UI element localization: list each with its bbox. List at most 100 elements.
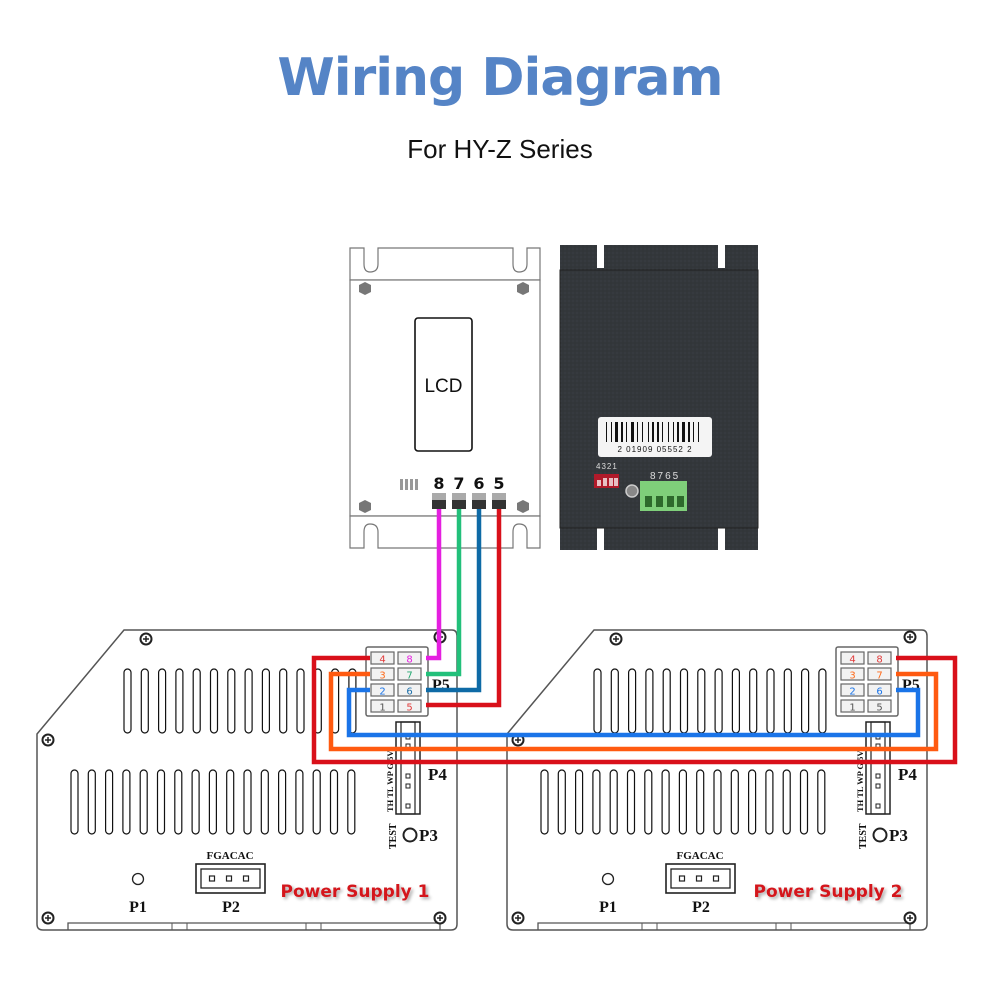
terminal-5[interactable]	[492, 493, 506, 509]
p5-pin-label: 2	[379, 687, 385, 698]
p5-pin-8[interactable]: 8	[867, 651, 892, 666]
p5-pin-label: 7	[876, 671, 882, 682]
p4-label: P4	[428, 765, 447, 784]
wire-pin7	[426, 509, 462, 677]
p5-pin-label: 8	[876, 655, 882, 666]
p5-pin-label: 8	[406, 655, 412, 666]
terminal-7[interactable]	[452, 493, 466, 509]
p5-pin-4[interactable]: 4	[370, 651, 395, 666]
wire-bus-orange	[328, 671, 939, 752]
screw-icon	[511, 911, 525, 925]
p5-pin-label: 6	[406, 687, 412, 698]
p5-pin-5[interactable]: 5	[397, 699, 422, 714]
page-title: Wiring Diagram	[277, 48, 723, 108]
p4-connector[interactable]	[865, 721, 891, 815]
p5-pin-label: 7	[406, 671, 412, 682]
screw-icon	[609, 632, 623, 646]
power-supply-1-label: Power Supply 1	[280, 882, 429, 902]
p5-pin-1[interactable]: 1	[370, 699, 395, 714]
p5-pin-label: 4	[849, 655, 855, 666]
p5-pin-8[interactable]: 8	[397, 651, 422, 666]
lcd-label: LCD	[424, 376, 462, 397]
ac-input-labels: FGACAC	[676, 850, 723, 862]
supply-outline	[506, 629, 928, 931]
p3-label: P3	[419, 826, 438, 845]
wire-bus-blue	[346, 687, 921, 738]
ground-screw	[625, 484, 639, 498]
p3-label: P3	[889, 826, 908, 845]
screw-icon	[359, 282, 371, 295]
p5-pin-4[interactable]: 4	[840, 651, 865, 666]
barcode-number: 2 01909 05552 2	[617, 445, 692, 454]
wire-pin6	[426, 509, 482, 693]
p5-pin-label: 2	[849, 687, 855, 698]
p4-pin-labels: TH TL WP G 5V	[855, 750, 865, 812]
controller-back: 2 01909 05552 2 4321 8765	[559, 245, 759, 550]
p5-pin-7[interactable]: 7	[867, 667, 892, 682]
p1-label: P1	[129, 899, 147, 916]
controller-front: LCD 8 7 6 5	[349, 247, 541, 549]
p5-pin-label: 6	[876, 687, 882, 698]
lcd-screen	[414, 317, 473, 452]
p3-test-button[interactable]	[402, 827, 418, 843]
test-label: TEST	[858, 823, 869, 849]
screw-icon	[903, 630, 917, 644]
bottom-flange	[349, 515, 541, 549]
test-label: TEST	[388, 823, 399, 849]
p5-pin-1[interactable]: 1	[840, 699, 865, 714]
wire-pin5	[426, 509, 502, 708]
screw-icon	[359, 500, 371, 513]
p5-pin-label: 1	[379, 703, 385, 714]
p4-connector[interactable]	[395, 721, 421, 815]
screw-icon	[41, 911, 55, 925]
p1-indicator	[131, 872, 145, 886]
p5-pin-3[interactable]: 3	[370, 667, 395, 682]
p5-pin-3[interactable]: 3	[840, 667, 865, 682]
terminal-label-7: 7	[453, 474, 464, 493]
p5-pin-label: 1	[849, 703, 855, 714]
page-subtitle: For HY-Z Series	[407, 134, 593, 164]
screw-icon	[517, 282, 529, 295]
power-supply-2-label: Power Supply 2	[753, 882, 902, 902]
supply-outline	[36, 629, 458, 931]
front-terminal-block: 8 7 6 5	[432, 474, 506, 509]
p5-pin-2[interactable]: 2	[840, 683, 865, 698]
p5-pin-label: 3	[379, 671, 385, 682]
p5-pin-2[interactable]: 2	[370, 683, 395, 698]
top-flange	[349, 247, 541, 281]
screw-icon	[517, 500, 529, 513]
p5-pin-label: 3	[849, 671, 855, 682]
p5-pin-label: 5	[876, 703, 882, 714]
p2-ac-connector[interactable]	[195, 863, 266, 894]
p3-test-button[interactable]	[872, 827, 888, 843]
terminal-6[interactable]	[472, 493, 486, 509]
p5-pin-label: 4	[379, 655, 385, 666]
barcode	[606, 422, 699, 442]
p5-pin-6[interactable]: 6	[397, 683, 422, 698]
ac-input-labels: FGACAC	[206, 850, 253, 862]
vent-slots-bottom	[70, 769, 356, 835]
p2-ac-connector[interactable]	[665, 863, 736, 894]
p5-pin-5[interactable]: 5	[867, 699, 892, 714]
wires	[311, 509, 958, 765]
vent-slots-bottom	[540, 769, 826, 835]
terminal-8[interactable]	[432, 493, 446, 509]
p4-pin-labels: TH TL WP G 5V	[385, 750, 395, 812]
green-terminal-labels: 8765	[650, 471, 680, 482]
screw-icon	[41, 733, 55, 747]
screw-icon	[903, 911, 917, 925]
p5-connector[interactable]: 4 8 3 7 2 6 1 5	[835, 646, 899, 717]
terminal-label-5: 5	[493, 474, 504, 493]
p5-pin-label: 5	[406, 703, 412, 714]
screw-icon	[433, 911, 447, 925]
dip-switch-icon	[400, 479, 418, 490]
p2-label: P2	[692, 899, 710, 916]
p5-pin-7[interactable]: 7	[397, 667, 422, 682]
dip-labels: 4321	[596, 462, 618, 471]
p5-pin-6[interactable]: 6	[867, 683, 892, 698]
p2-label: P2	[222, 899, 240, 916]
p5-connector[interactable]: 4 8 3 7 2 6 1 5	[365, 646, 429, 717]
